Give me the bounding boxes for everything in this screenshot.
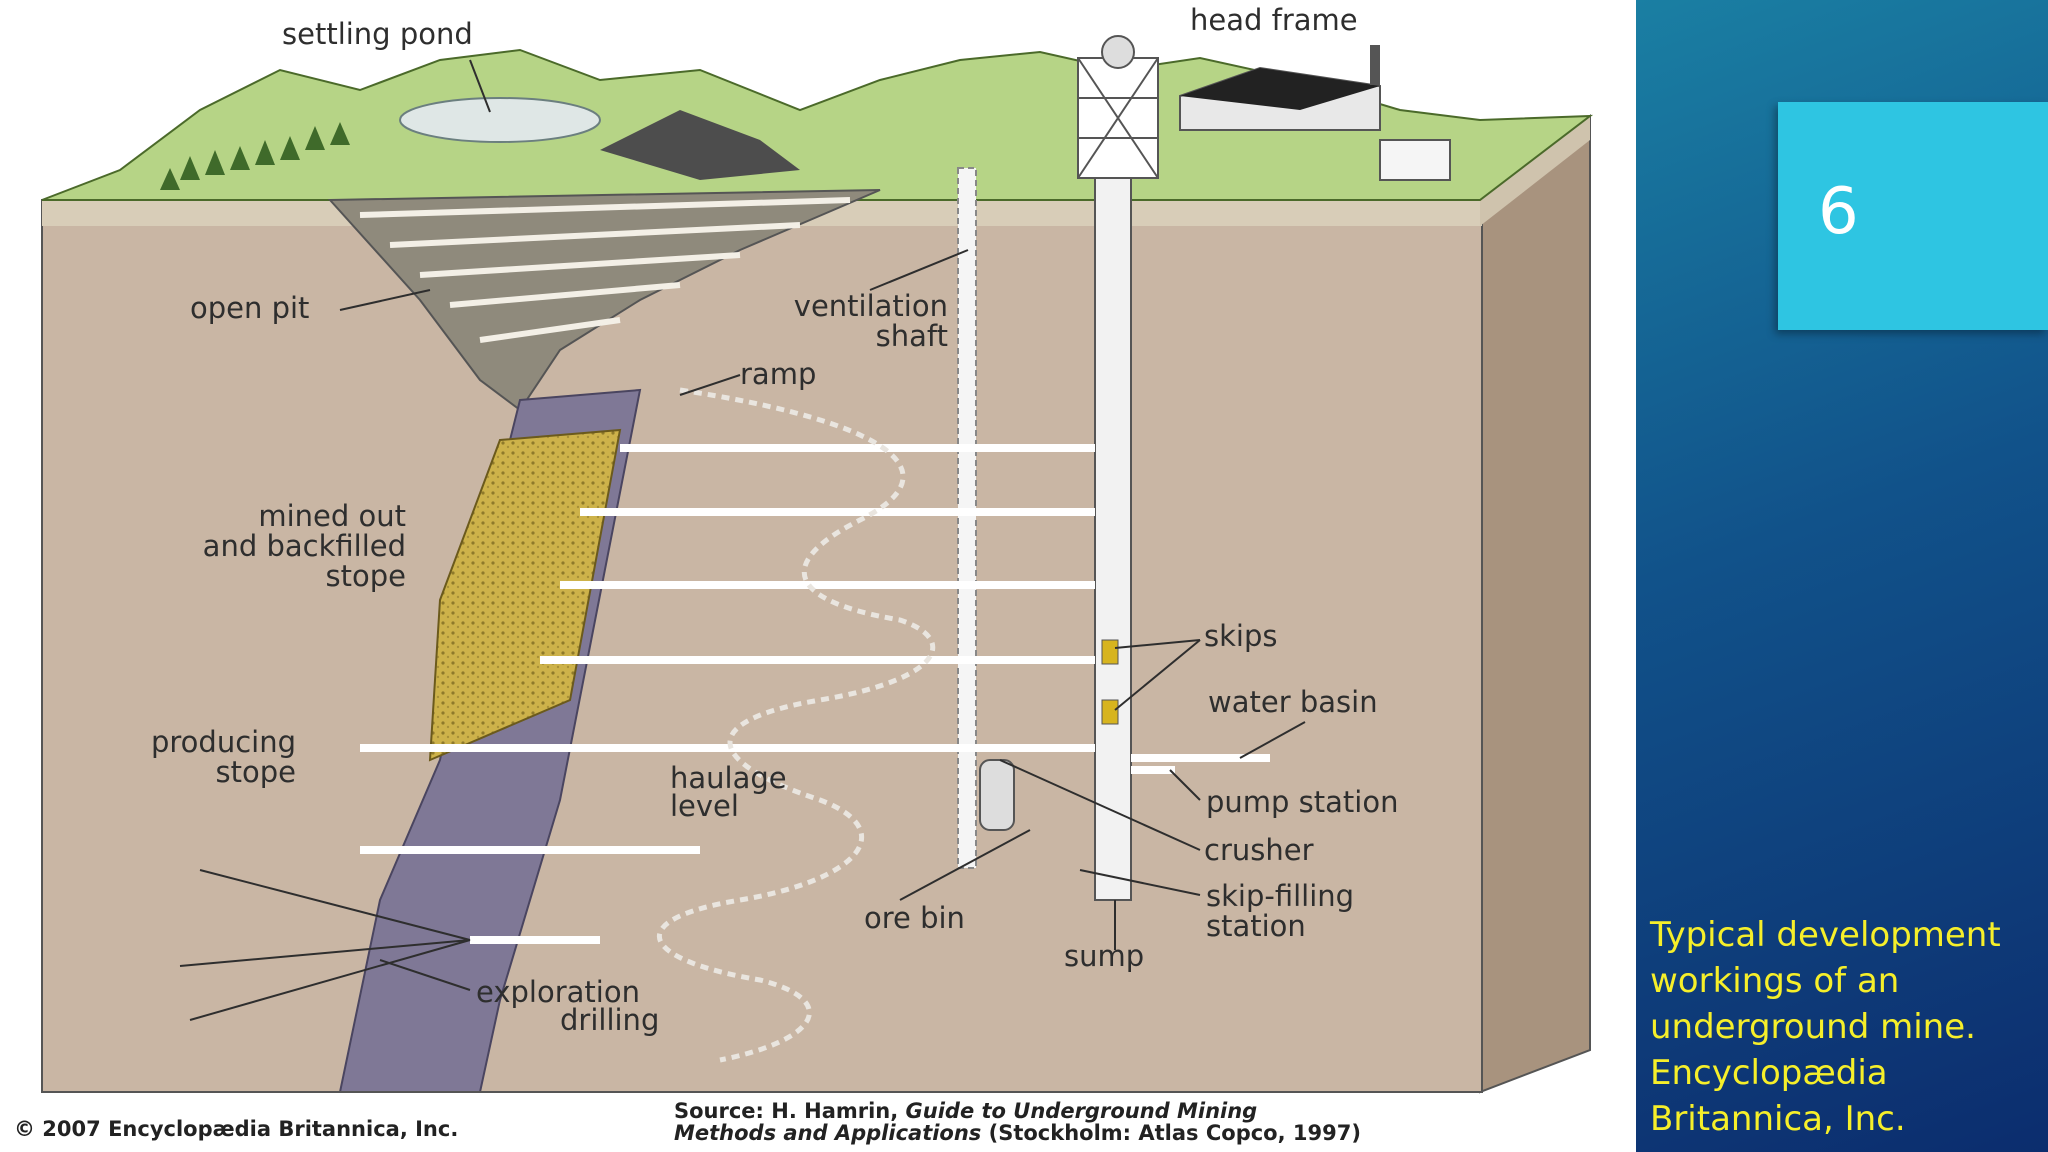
open-pit-shape: [327, 189, 881, 412]
ore-body: [338, 388, 642, 1093]
label-haulage-level-line2: level: [670, 789, 739, 823]
copyright-text: © 2007 Encyclopædia Britannica, Inc.: [14, 1117, 458, 1141]
label-skip-filling-line2: station: [1206, 909, 1306, 943]
label-ventilation-shaft-line1: ventilation: [794, 289, 948, 323]
label-haulage-level-line1: haulage: [670, 761, 787, 795]
label-exploration-drilling-line2: drilling: [560, 1003, 659, 1037]
caption-line: workings of an: [1650, 961, 1900, 1001]
source-prefix: Source: H. Hamrin,: [674, 1099, 906, 1123]
ventilation-shaft-shape: [957, 167, 977, 869]
skip-shape: [1101, 699, 1119, 725]
label-water-basin: water basin: [1208, 685, 1378, 719]
label-skips: skips: [1204, 619, 1277, 653]
source-line2: Methods and Applications (Stockholm: Atl…: [674, 1121, 1361, 1145]
label-mined-out-line2: and backfilled: [203, 529, 406, 563]
caption-line: Encyclopædia: [1650, 1053, 1888, 1093]
source-title-line2: Methods and Applications: [674, 1121, 981, 1145]
exploration-drill-lines: [179, 869, 471, 1021]
label-head-frame: head frame: [1190, 3, 1358, 37]
slide-number: 6: [1818, 175, 1859, 249]
backfilled-stope-shape: [428, 428, 622, 762]
label-producing-stope-line2: stope: [216, 755, 296, 789]
label-settling-pond: settling pond: [282, 17, 473, 51]
crusher-shape: [979, 759, 1015, 831]
slide-number-box: 6: [1778, 102, 2048, 330]
ramp-shape: [656, 387, 936, 1063]
leader-lines: [339, 59, 1306, 991]
source-suffix: (Stockholm: Atlas Copco, 1997): [981, 1121, 1361, 1145]
label-ore-bin: ore bin: [864, 901, 965, 935]
label-mined-out-line3: stope: [326, 559, 406, 593]
slide-caption: Typical development workings of an under…: [1650, 912, 2040, 1142]
slide-side-panel: 6 Typical development workings of an und…: [1636, 0, 2048, 1152]
rock-block: [41, 113, 1591, 1094]
label-sump: sump: [1064, 939, 1144, 973]
source-title-line1: Guide to Underground Mining: [906, 1099, 1258, 1123]
haulage-levels: [360, 444, 1270, 944]
skip-shape: [1101, 639, 1119, 665]
label-producing-stope-line1: producing: [151, 725, 296, 759]
label-ramp: ramp: [740, 357, 816, 391]
label-skip-filling-line1: skip-filling: [1206, 879, 1354, 913]
waste-pile: [600, 110, 800, 180]
label-open-pit: open pit: [190, 291, 309, 325]
label-pump-station: pump station: [1206, 785, 1398, 819]
label-crusher: crusher: [1204, 833, 1314, 867]
caption-line: Britannica, Inc.: [1650, 1099, 1906, 1139]
settling-pond-shape: [399, 97, 601, 143]
source-line1: Source: H. Hamrin, Guide to Underground …: [674, 1099, 1257, 1123]
caption-line: underground mine.: [1650, 1007, 1976, 1047]
label-mined-out-line1: mined out: [258, 499, 406, 533]
label-ventilation-shaft-line2: shaft: [876, 319, 948, 353]
label-exploration-drilling-line1: exploration: [476, 975, 640, 1009]
caption-line: Typical development: [1650, 915, 2001, 955]
mine-diagram: settling pond head frame open pit ventil…: [14, 3, 1594, 1145]
head-frame-structure: [1077, 35, 1451, 181]
main-shaft: [979, 177, 1132, 901]
